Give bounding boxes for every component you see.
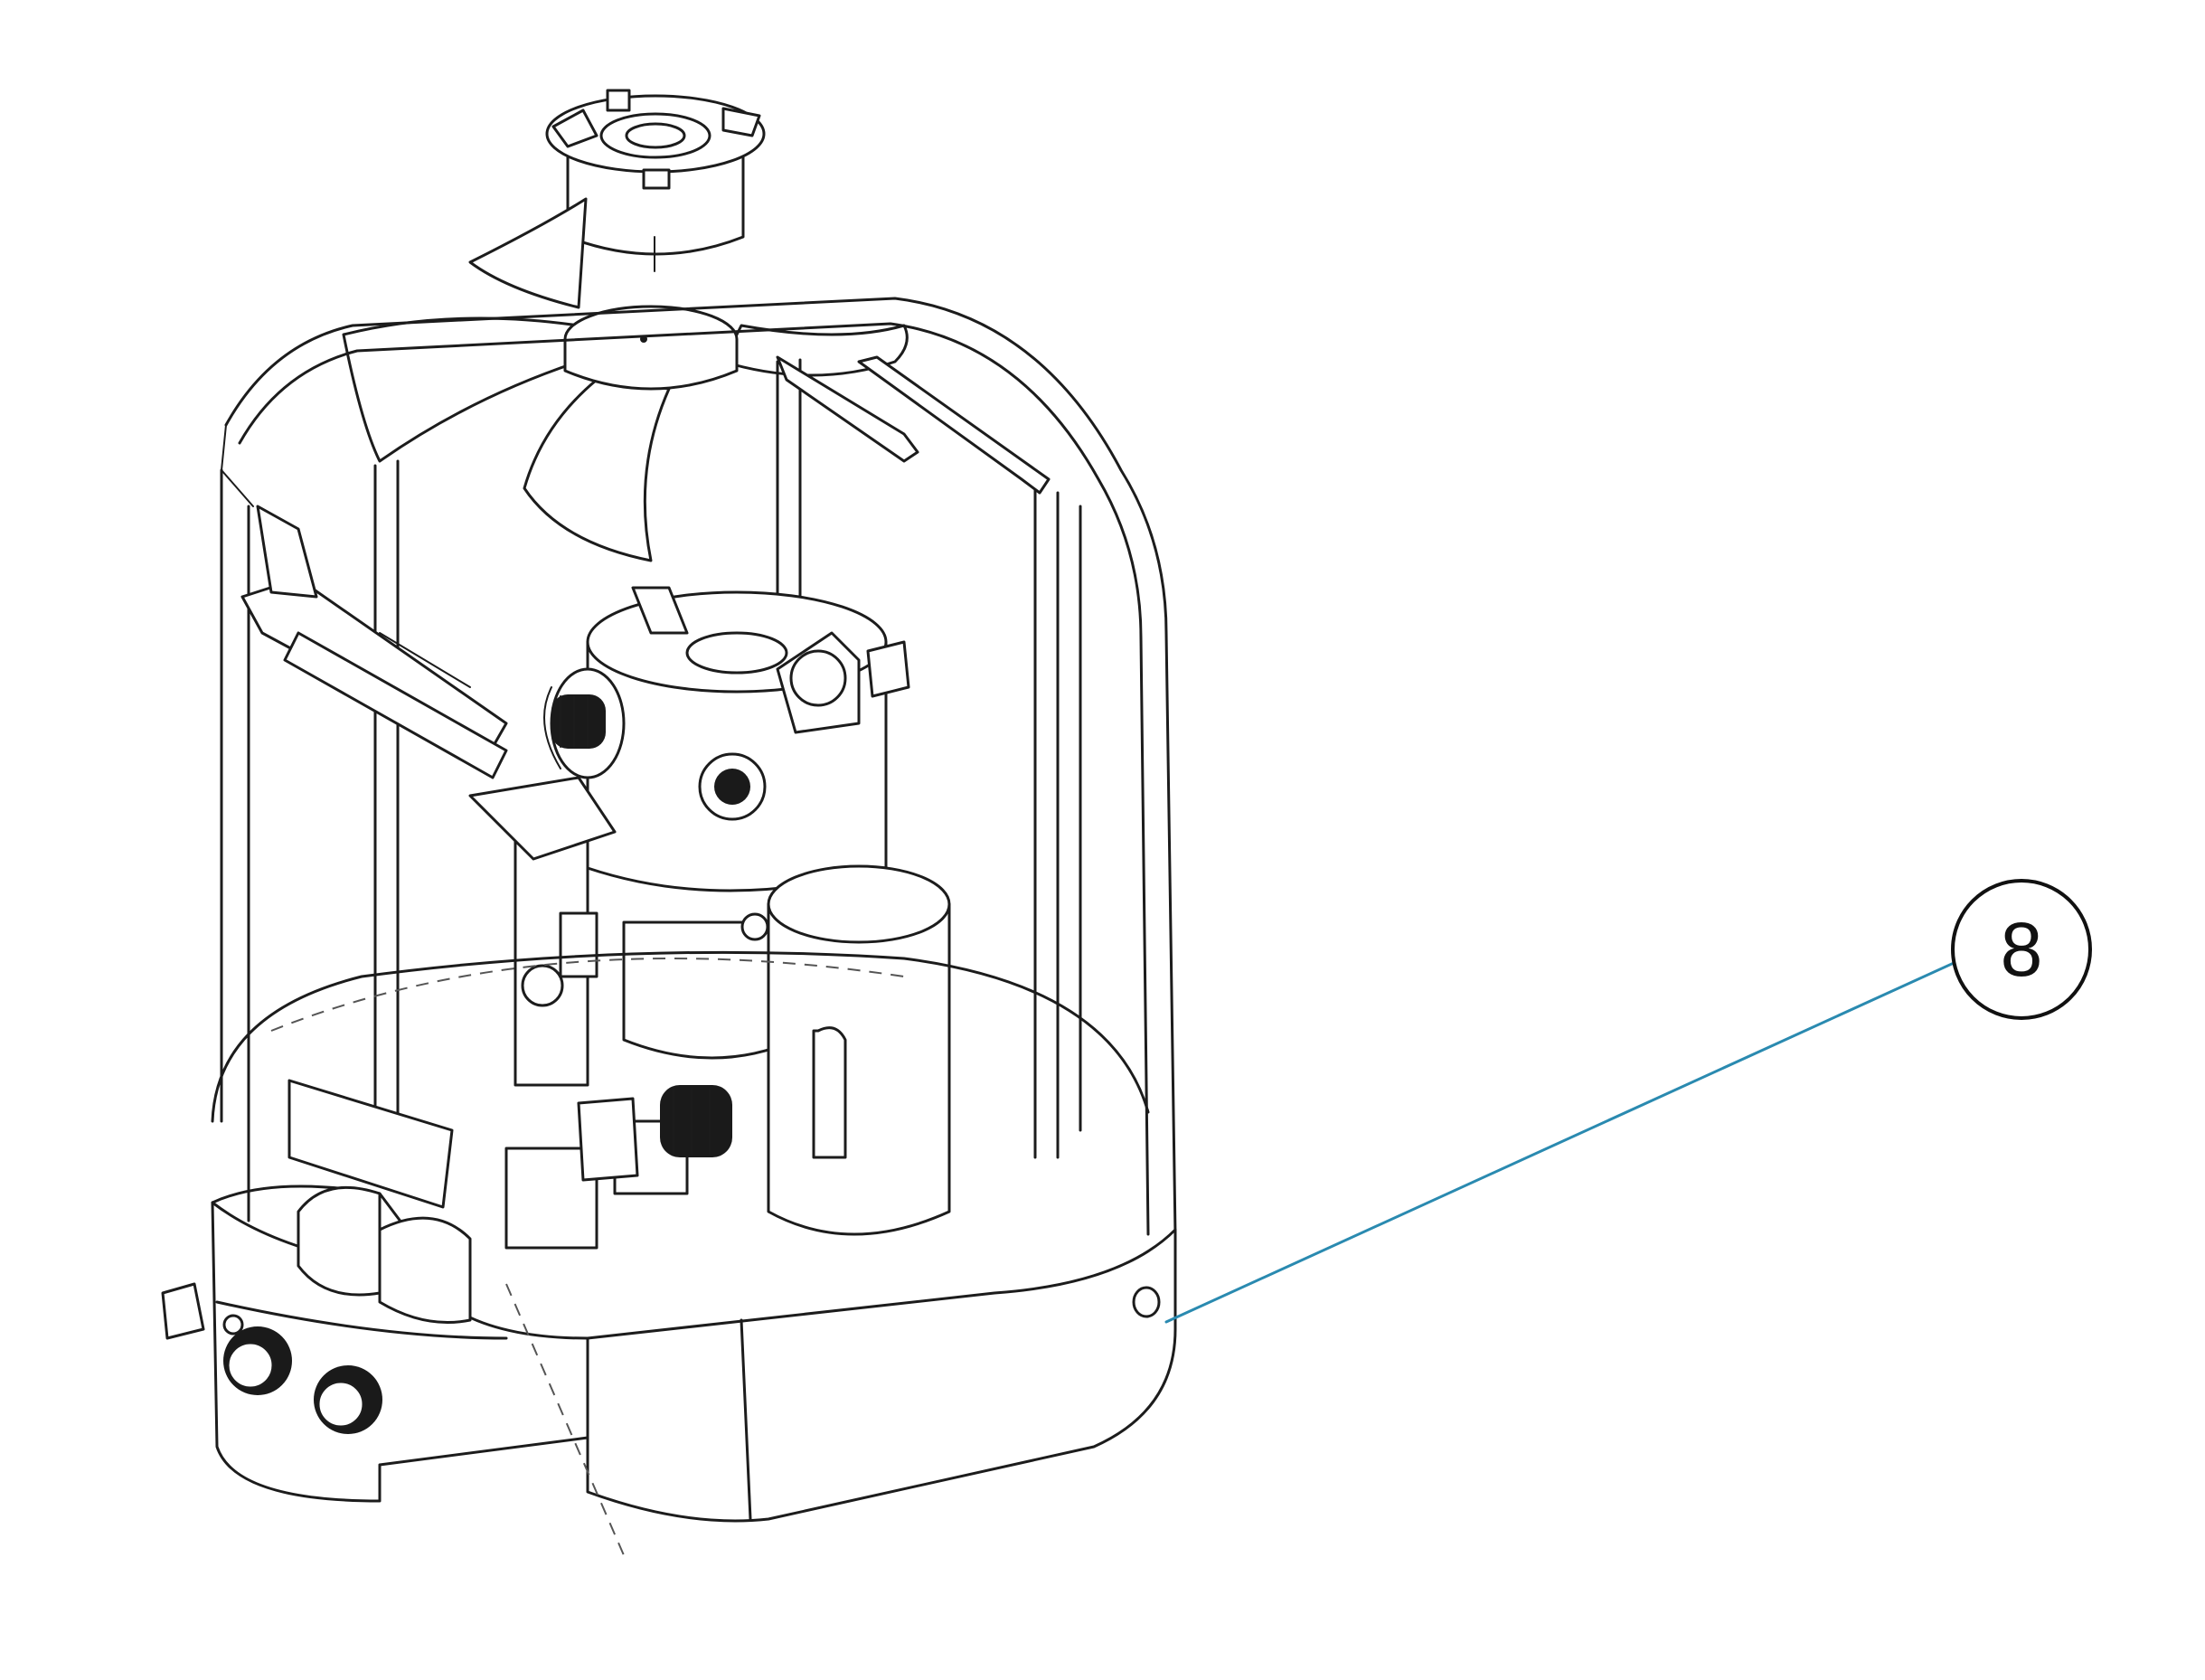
callout-8-group: 8 <box>1164 879 2092 1324</box>
pump-fittings <box>287 1079 732 1324</box>
callout-8-label: 8 <box>2001 907 2043 992</box>
compressor-tank <box>622 864 951 1236</box>
upper-tank <box>543 586 910 892</box>
external-unions <box>161 1282 382 1434</box>
vertical-pipe <box>468 776 617 1087</box>
callout-8-circle <box>1951 879 2092 1020</box>
leader-line <box>1164 957 1965 1324</box>
fan-motor <box>545 89 766 272</box>
support-bracket <box>240 505 508 779</box>
fan-blade-assembly <box>342 197 909 562</box>
base-tub <box>211 950 1177 1556</box>
